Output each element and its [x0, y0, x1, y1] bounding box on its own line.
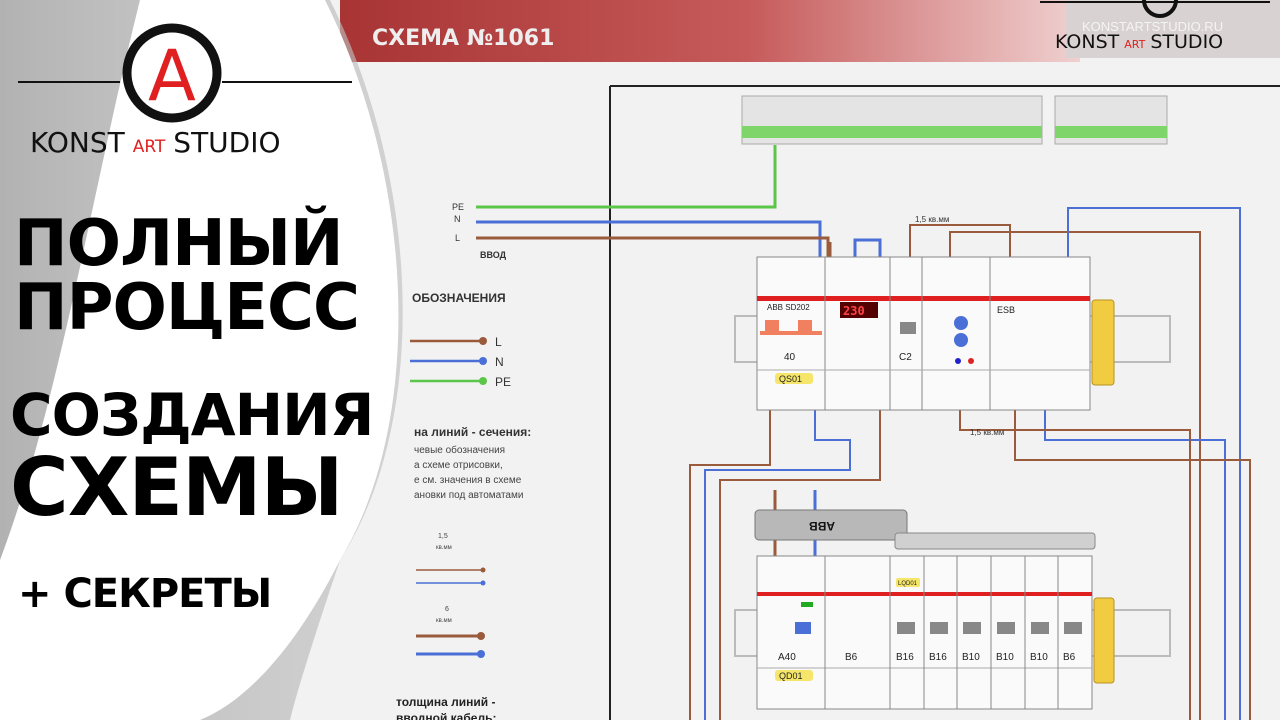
header-band — [340, 0, 1080, 62]
breaker-label: B10 — [996, 652, 1014, 663]
headline-line-2: ПРОЦЕСС — [14, 271, 360, 345]
top-module-row — [756, 256, 1115, 411]
voltmeter-readout: 230 — [843, 304, 865, 318]
breaker-toggle — [997, 622, 1015, 634]
breaker-toggle — [963, 622, 981, 634]
breaker-label: B6 — [845, 652, 858, 663]
sections-title: на линий - сечения: — [414, 425, 531, 439]
busbar-brand: ABB — [809, 519, 835, 533]
legend-dot — [479, 337, 487, 345]
breaker-toggle — [897, 622, 915, 634]
breaker-label: B16 — [929, 652, 947, 663]
terminal-strip-pe — [741, 95, 1168, 145]
sd202-tag: QS01 — [779, 374, 802, 384]
legend-label: L — [495, 335, 502, 349]
thickness-title: толщина линий - — [396, 695, 495, 709]
main-breaker-tag: QD01 — [779, 671, 803, 681]
breaker-label: B16 — [896, 652, 914, 663]
top-right-logo-circle — [1142, 0, 1178, 18]
busbar — [754, 509, 1096, 550]
headline-line-3: СОЗДАНИЯ — [10, 381, 374, 449]
esb-label: ESB — [997, 305, 1015, 315]
input-wires — [476, 145, 1251, 720]
breaker-label: B10 — [1030, 652, 1048, 663]
size1-unit: кв.мм — [436, 545, 452, 551]
legend-title: ОБОЗНАЧЕНИЯ — [412, 291, 506, 305]
input-label-n: N — [454, 214, 461, 224]
breaker-labels: B6 B16 B16 B10 B10 B10 B6 — [845, 622, 1082, 663]
legend-label: PE — [495, 375, 511, 389]
headline-line-1: ПОЛНЫЙ — [14, 207, 344, 281]
thickness-sub: вводной кабель: — [396, 711, 496, 720]
breaker-toggle — [1031, 622, 1049, 634]
c2-label: C2 — [899, 352, 912, 363]
section-label-bottom: 1,5 кв.мм — [970, 428, 1004, 437]
sections-text-4: ановки под автоматами — [414, 490, 523, 501]
main-breaker-rating: A40 — [778, 652, 796, 663]
breaker-toggle — [1064, 622, 1082, 634]
size2-unit: кв.мм — [436, 618, 452, 624]
legend-label: N — [495, 355, 504, 369]
schema-title: СХЕМА №1061 — [372, 26, 554, 51]
size2-value: 6 — [445, 606, 449, 613]
sections-text-2: а схеме отрисовки, — [414, 460, 503, 471]
section-label-top: 1,5 кв.мм — [915, 215, 949, 224]
site-watermark: KONSTARTSTUDIO.RU — [1082, 19, 1223, 34]
sd202-label: ABB SD202 — [767, 303, 810, 312]
legend-dot — [479, 377, 487, 385]
legend-dot — [479, 357, 487, 365]
sub-tag: LQD01 — [898, 581, 918, 587]
input-label-pe: PE — [452, 202, 464, 212]
breaker-label: B10 — [962, 652, 980, 663]
headline-line-5: + СЕКРЕТЫ — [18, 571, 272, 617]
input-label-l: L — [455, 233, 460, 243]
input-label-vvod: ВВОД — [480, 250, 507, 260]
size1-value: 1,5 — [438, 533, 448, 540]
breaker-label: B6 — [1063, 652, 1076, 663]
legend-items: LN PE — [410, 335, 511, 389]
sections-text-3: е см. значения в схеме — [414, 475, 522, 486]
sd202-rating: 40 — [784, 352, 796, 363]
breaker-toggle — [930, 622, 948, 634]
headline-line-4: СХЕМЫ — [10, 441, 344, 534]
sections-text-1: чевые обозначения — [414, 444, 505, 456]
